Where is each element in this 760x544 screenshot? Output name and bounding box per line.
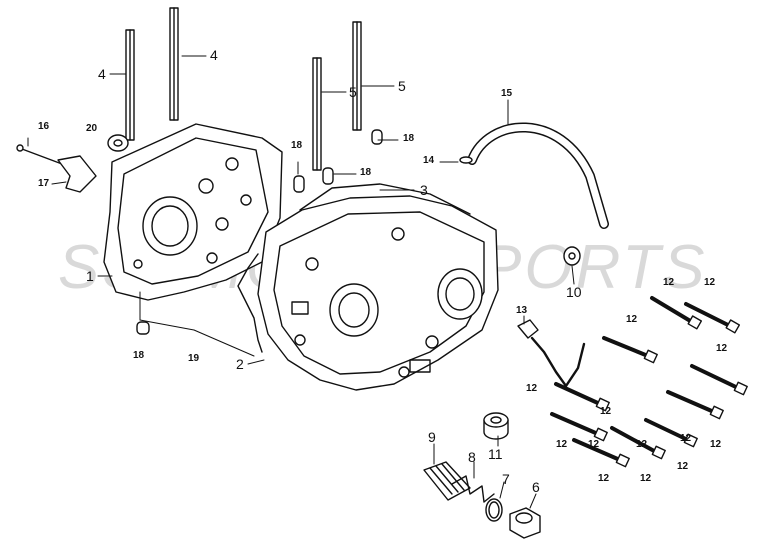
- drain-plug-6: [509, 507, 541, 539]
- label-12-j: 12: [677, 461, 689, 472]
- label-16: 16: [38, 121, 50, 132]
- stud-4-right: [169, 7, 179, 121]
- label-12-c: 12: [626, 314, 638, 325]
- gasket-3: [299, 183, 471, 215]
- breather-hose-15: [467, 122, 609, 229]
- label-4-left: 4: [98, 66, 106, 82]
- label-12-f: 12: [600, 406, 612, 417]
- label-1: 1: [86, 268, 94, 284]
- label-12-d: 12: [716, 343, 728, 354]
- stud-5-right: [352, 21, 362, 131]
- label-18-b: 18: [360, 167, 372, 178]
- crankcase-left-half: [103, 123, 283, 301]
- label-14: 14: [423, 155, 435, 166]
- bush-11: [483, 412, 509, 440]
- stud-5-left: [312, 57, 322, 171]
- label-12-n: 12: [636, 439, 648, 450]
- spring-8: [451, 475, 495, 503]
- label-5-left: 5: [349, 84, 357, 100]
- label-8: 8: [468, 449, 476, 465]
- bolt-16: [16, 144, 63, 165]
- bolt-12-j: [572, 438, 630, 468]
- label-13: 13: [516, 305, 528, 316]
- bolt-12-h: [644, 418, 698, 448]
- label-11: 11: [488, 446, 503, 462]
- label-20: 20: [86, 123, 98, 134]
- bolt-12-e: [554, 382, 610, 412]
- label-12-h: 12: [588, 439, 600, 450]
- label-7: 7: [502, 471, 510, 487]
- leader-lines: [27, 55, 575, 509]
- bolt-12-b: [684, 302, 741, 334]
- stud-4-left: [125, 29, 135, 141]
- label-18-a: 18: [291, 140, 303, 151]
- label-2: 2: [236, 356, 244, 372]
- crankcase-right-half: [257, 195, 499, 391]
- bolt-12-d: [690, 364, 748, 396]
- label-12-a: 12: [663, 277, 675, 288]
- seal-20: [107, 134, 129, 152]
- clamp-17: [57, 155, 97, 193]
- bolt-12-i: [610, 426, 666, 460]
- label-3: 3: [420, 182, 428, 198]
- dowel-18-d: [136, 321, 150, 335]
- label-18-c: 18: [403, 133, 415, 144]
- label-18-d: 18: [133, 350, 145, 361]
- label-12-e: 12: [526, 383, 538, 394]
- label-15: 15: [501, 88, 513, 99]
- label-12-g: 12: [556, 439, 568, 450]
- bushing-10: [563, 246, 581, 266]
- bolt-12-f: [666, 390, 724, 420]
- dowel-18-b: [322, 167, 334, 185]
- label-4-right: 4: [210, 47, 218, 63]
- sensor-13: [517, 319, 586, 388]
- label-12-m: 12: [680, 433, 692, 444]
- label-12-b: 12: [704, 277, 716, 288]
- dowel-18-a: [293, 175, 305, 193]
- label-12-l: 12: [640, 473, 652, 484]
- label-9: 9: [428, 429, 436, 445]
- filter-screen-9: [423, 461, 471, 501]
- label-19: 19: [188, 353, 200, 364]
- label-10: 10: [566, 284, 582, 300]
- o-ring-7: [485, 498, 503, 522]
- bolt-12-g: [550, 412, 608, 442]
- label-12-k: 12: [598, 473, 610, 484]
- label-17: 17: [38, 178, 50, 189]
- label-5-right: 5: [398, 78, 406, 94]
- bolt-12-c: [602, 336, 658, 364]
- label-6: 6: [532, 479, 540, 495]
- dowel-18-c: [371, 129, 383, 145]
- clip-14: [459, 156, 473, 164]
- gasket-19: [237, 253, 263, 353]
- bolt-12-a: [650, 296, 703, 330]
- label-12-i: 12: [710, 439, 722, 450]
